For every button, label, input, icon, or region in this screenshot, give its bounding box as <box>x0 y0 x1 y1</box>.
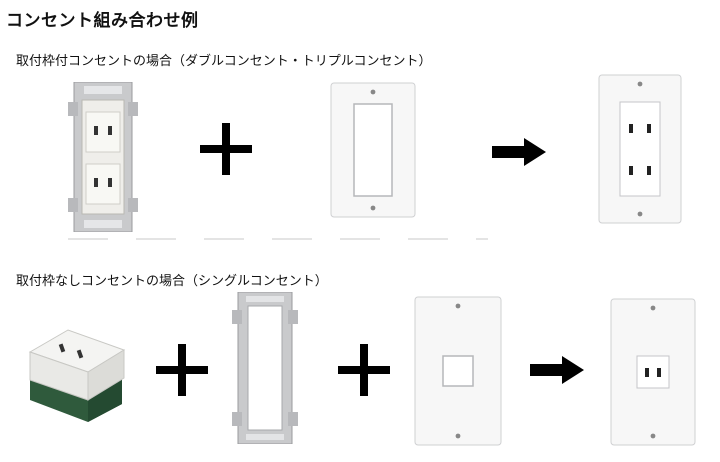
page-title: コンセント組み合わせ例 <box>6 11 199 31</box>
plus-icon <box>156 344 208 396</box>
plus-icon <box>338 344 390 396</box>
cover-plate-wide-opening-image <box>330 82 416 218</box>
section-heading-frameless: 取付枠なしコンセントの場合（シングルコンセント） <box>16 274 328 289</box>
assembled-single-outlet-image <box>610 298 696 446</box>
single-outlet-module-image <box>24 322 128 422</box>
plus-icon <box>200 123 252 175</box>
section-heading-framed: 取付枠付コンセントの場合（ダブルコンセント・トリプルコンセント） <box>16 54 432 69</box>
arrow-right-icon <box>530 356 584 384</box>
divider-line <box>68 236 488 242</box>
arrow-right-icon <box>492 138 546 166</box>
framed-double-outlet-image <box>68 82 138 232</box>
assembled-double-outlet-image <box>598 74 682 224</box>
mounting-frame-image <box>232 292 298 444</box>
cover-plate-square-opening-image <box>414 296 502 446</box>
